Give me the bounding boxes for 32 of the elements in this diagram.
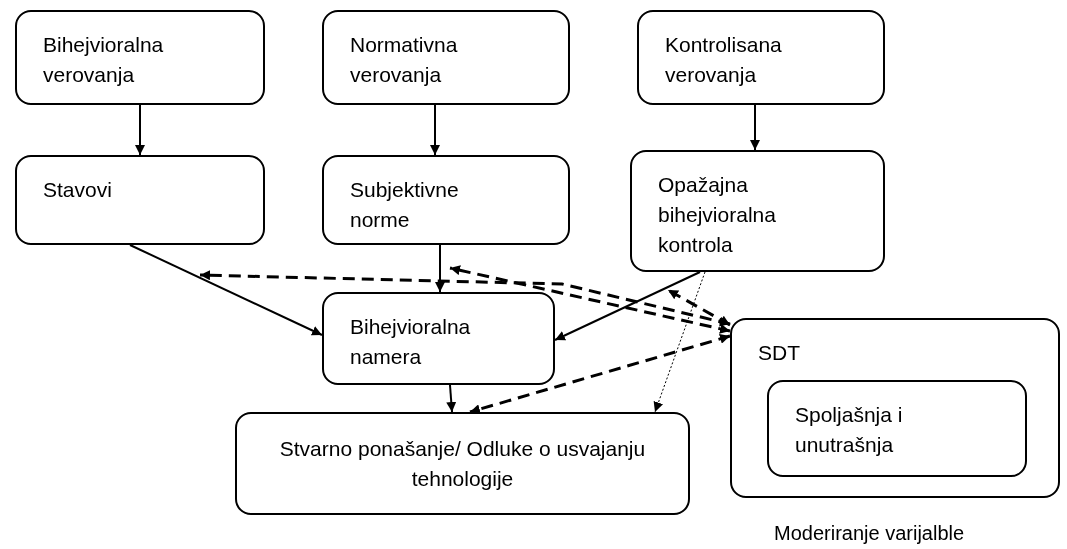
node-label: Stavovi [43,177,113,203]
arrow [430,104,440,156]
arrow [435,244,445,293]
rounded-box [322,10,570,105]
dashed-arrow [199,270,731,327]
rounded-box [15,155,265,245]
node-label: Bihejvioralna verovanja [43,32,165,88]
arrow [129,244,323,336]
dashed-arrow [469,334,731,414]
node-label: Spoljašnja i unutrašnja [795,402,904,458]
node-label: Subjektivne norme [350,177,460,233]
dashed-arrow [667,288,731,327]
node-label: Stvarno ponašanje/ Odluke o usvajanju tehnologije [278,435,647,492]
rounded-box [630,150,885,272]
dotted-arrow [653,271,706,413]
rounded-box [322,292,555,385]
arrow [446,384,457,413]
arrow [135,104,145,156]
arrow [750,104,760,151]
arrow [554,271,701,341]
rounded-box [15,10,265,105]
node-label: Kontrolisana verovanja [665,32,783,88]
node-label: Opažajna bihejvioralna kontrola [658,172,777,258]
rounded-box [235,412,690,515]
rounded-box [322,155,570,245]
node-caption: Moderiranje varijalble [774,521,965,546]
node-label: Bihejvioralna namera [350,314,472,370]
rounded-box [767,380,1027,477]
node-label: Normativna verovanja [350,32,459,88]
node-label: SDT [758,340,801,366]
dashed-arrow [449,265,731,334]
rounded-box [637,10,885,105]
